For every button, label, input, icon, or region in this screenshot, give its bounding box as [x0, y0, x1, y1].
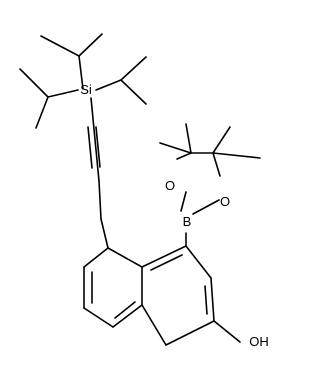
bond	[176, 152, 192, 160]
bond	[40, 35, 80, 57]
hydroxyl-label: OH	[249, 334, 269, 349]
bond	[165, 320, 215, 346]
bond	[212, 152, 261, 159]
bond	[100, 218, 109, 249]
oxygen-atom-label: O	[165, 178, 175, 193]
bond	[141, 245, 187, 268]
bond	[159, 142, 192, 154]
bond	[35, 96, 49, 129]
oxygen-atom-label: O	[220, 194, 230, 209]
bond	[98, 180, 102, 220]
bond	[95, 79, 122, 91]
bond	[150, 254, 183, 271]
pinacol-boronate-group: O O B	[159, 123, 261, 229]
bond	[78, 33, 103, 57]
triisopropylsilyl-group: Si	[19, 33, 147, 129]
bond	[87, 126, 93, 169]
alkyne-linker	[87, 97, 102, 220]
bond	[78, 55, 84, 90]
bond	[213, 320, 241, 343]
silicon-atom-label: Si	[80, 82, 92, 97]
bond	[95, 126, 101, 168]
chemical-structure-canvas: Si O O B	[19, 33, 269, 349]
bond	[212, 152, 221, 177]
bond	[47, 89, 79, 98]
bond	[19, 68, 49, 98]
boron-atom-label: B	[183, 214, 192, 229]
bond	[210, 277, 215, 322]
bond	[112, 304, 143, 328]
bond	[107, 247, 143, 268]
hydroxyl-group: OH	[213, 320, 269, 349]
bond	[180, 191, 187, 212]
bond	[83, 307, 114, 328]
bond	[120, 56, 147, 81]
bond	[141, 304, 167, 346]
molecule-diagram: Si O O B	[19, 33, 269, 349]
bond	[83, 247, 109, 268]
bond	[114, 301, 136, 319]
bond	[90, 97, 100, 182]
bond	[185, 123, 192, 154]
bond	[212, 126, 231, 154]
bond	[185, 245, 212, 279]
naphthalene-core	[83, 218, 215, 346]
bond	[192, 199, 220, 215]
bond	[204, 285, 208, 315]
bond	[120, 79, 147, 105]
